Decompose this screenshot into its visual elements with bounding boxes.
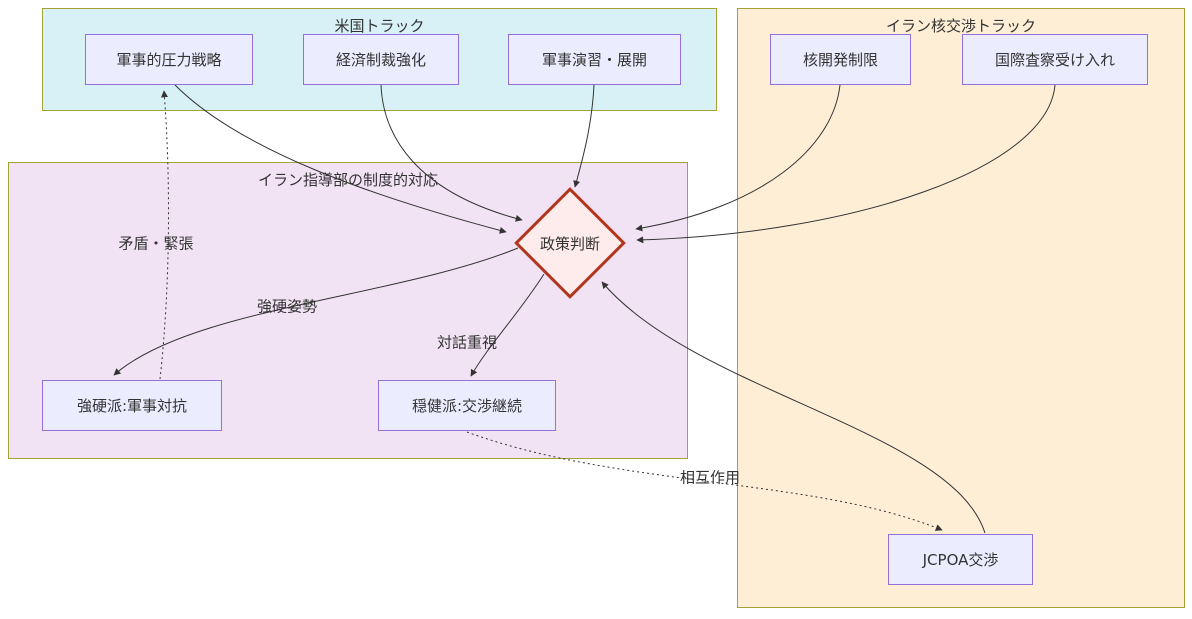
- edge-inspections-to-decision: [636, 84, 1056, 244]
- node-moderates-label: 穏健派:交渉継続: [411, 397, 523, 415]
- node-military-pressure: 軍事的圧力戦略: [85, 34, 253, 85]
- edge-pressure-to-decision: [174, 84, 507, 234]
- edge-nuclear-limit-to-decision: [635, 84, 841, 232]
- group-us-track-title: 米国トラック: [334, 17, 425, 35]
- edge-moderates-to-jcpoa: [466, 431, 943, 531]
- node-hardliners: 強硬派:軍事対抗: [42, 380, 222, 431]
- node-sanctions: 経済制裁強化: [303, 34, 459, 85]
- node-hardliners-label: 強硬派:軍事対抗: [76, 397, 188, 415]
- edge-label-contradiction: 矛盾・緊張: [118, 234, 194, 253]
- edge-jcpoa-to-decision: [601, 281, 986, 534]
- node-policy-decision-label: 政策判断: [539, 234, 600, 253]
- edge-exercises-to-decision: [573, 84, 595, 188]
- node-nuclear-limit-label: 核開発制限: [802, 51, 878, 69]
- edge-label-dialogue: 対話重視: [436, 333, 498, 352]
- node-exercises: 軍事演習・展開: [508, 34, 681, 85]
- edge-hardliners-to-pressure: [159, 90, 170, 380]
- node-nuclear-limit: 核開発制限: [770, 34, 911, 85]
- group-iran-nuclear-track-title: イラン核交渉トラック: [885, 17, 1036, 35]
- node-jcpoa-label: JCPOA交渉: [922, 551, 999, 569]
- node-policy-decision: 政策判断: [513, 186, 627, 300]
- group-iran-leadership-title: イラン指導部の制度的対応: [257, 171, 438, 189]
- edge-decision-to-hardliners: [113, 247, 519, 376]
- group-iran-nuclear-track: イラン核交渉トラック: [737, 8, 1185, 608]
- node-moderates: 穏健派:交渉継続: [378, 380, 556, 431]
- node-inspections-label: 国際査察受け入れ: [994, 51, 1115, 69]
- node-inspections: 国際査察受け入れ: [962, 34, 1148, 85]
- edge-label-interaction: 相互作用: [679, 468, 741, 487]
- edge-decision-to-moderates: [470, 273, 545, 377]
- edge-label-hardline-stance: 強硬姿勢: [256, 297, 318, 316]
- node-military-pressure-label: 軍事的圧力戦略: [116, 51, 222, 69]
- node-jcpoa: JCPOA交渉: [888, 534, 1033, 585]
- node-sanctions-label: 経済制裁強化: [335, 51, 426, 69]
- edge-sanctions-to-decision: [380, 84, 523, 222]
- node-exercises-label: 軍事演習・展開: [541, 51, 647, 69]
